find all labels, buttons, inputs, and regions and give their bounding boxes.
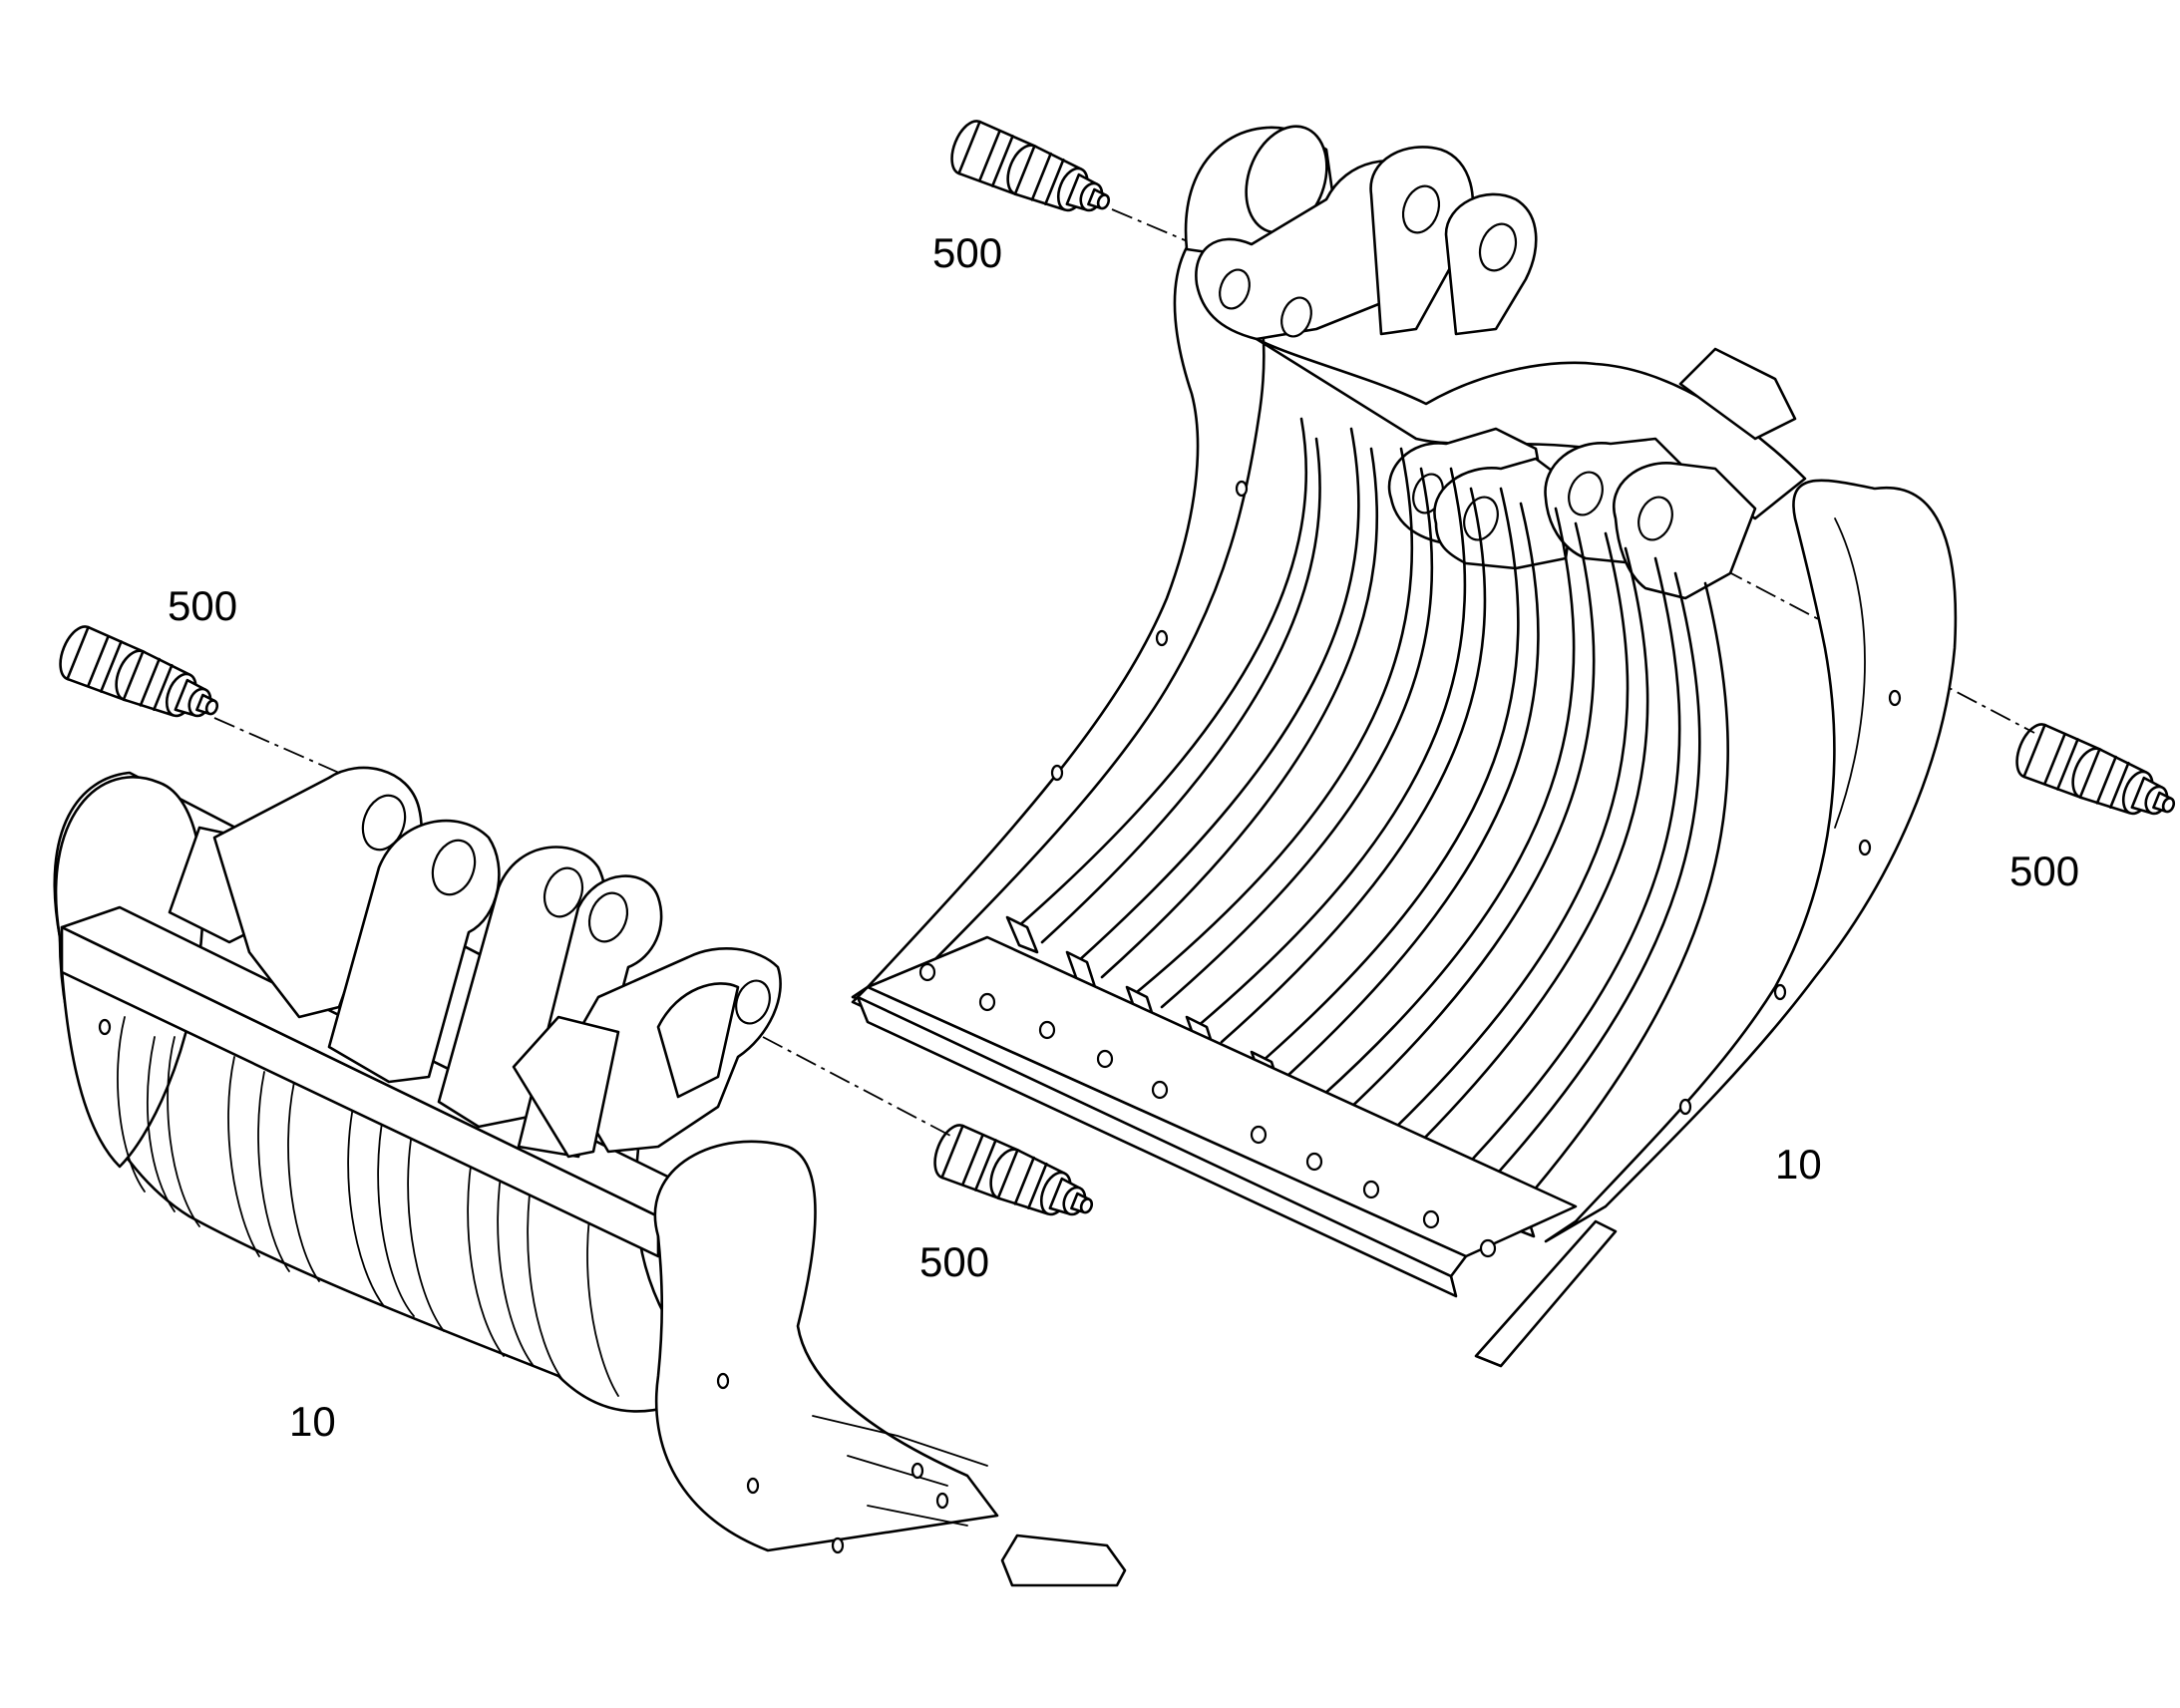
pin-center [926, 1119, 1103, 1235]
edge-bolt-holes [918, 962, 1497, 1258]
callout-pin-left: 500 [168, 582, 237, 629]
callout-grapple-left: 10 [289, 1398, 336, 1445]
callout-pin-right: 500 [2009, 848, 2079, 894]
centerline-right [1654, 532, 2035, 734]
pin-left [52, 620, 228, 737]
centerline-left [213, 717, 340, 774]
callout-grapple-right: 10 [1775, 1141, 1822, 1188]
grapple-left [53, 766, 1127, 1587]
grapple-right [851, 125, 1958, 1368]
callout-pin-upper-left: 500 [932, 229, 1002, 276]
pin-right [2008, 718, 2180, 835]
callout-pin-center: 500 [919, 1238, 989, 1285]
pin-upper-left [943, 115, 1120, 231]
centerline-center [762, 1036, 953, 1138]
